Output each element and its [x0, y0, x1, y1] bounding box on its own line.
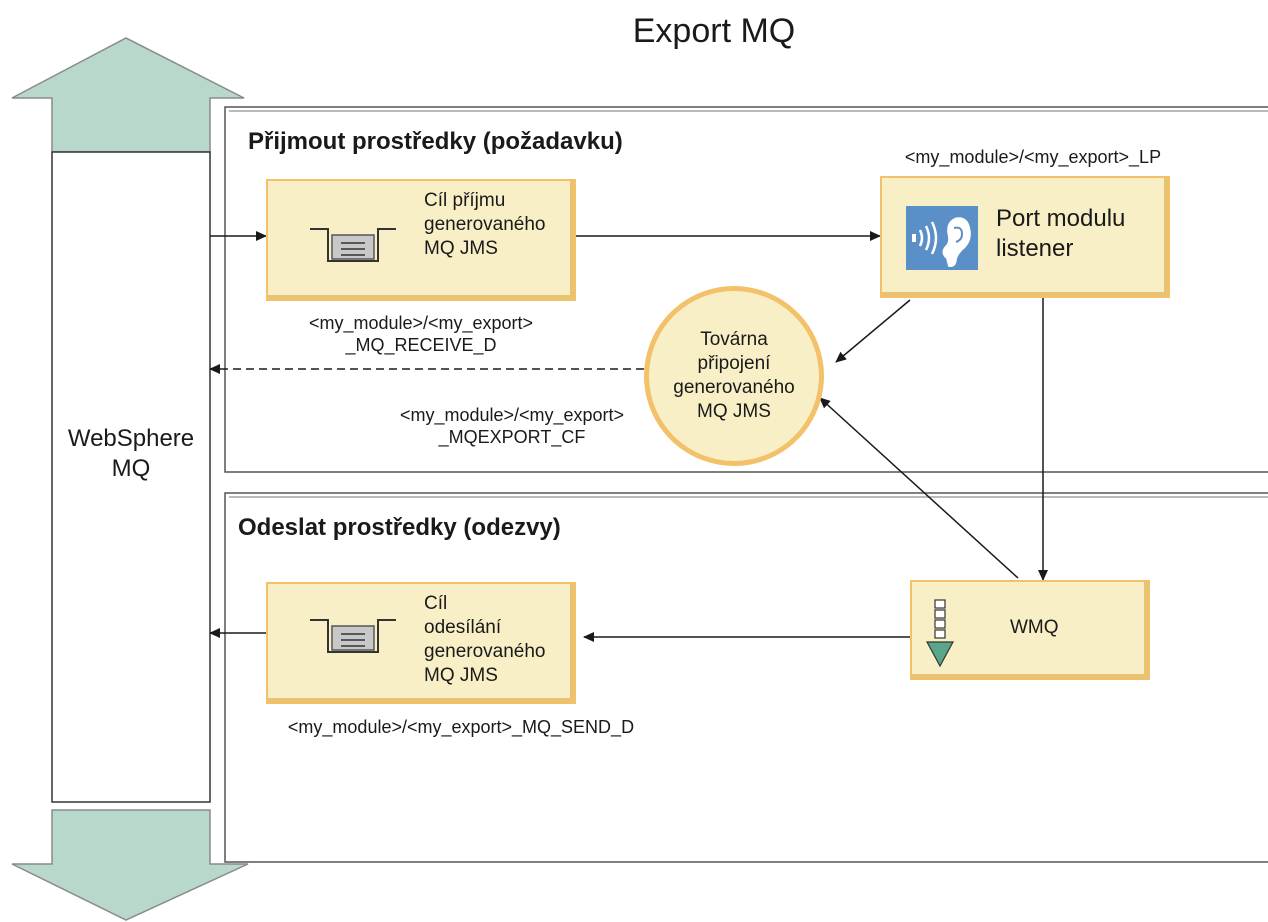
receive-destination-jndi: <my_module>/<my_export> _MQ_RECEIVE_D: [308, 313, 534, 355]
wmq-node: WMQ: [910, 580, 1150, 680]
queue-icon: [310, 619, 396, 653]
arrow-shaft: [51, 151, 211, 803]
websphere-mq-label: WebSphere MQ: [67, 425, 195, 482]
listener-port-node: Port modulu listener: [880, 176, 1170, 298]
receive-section-boundary: [224, 106, 1268, 473]
ear-listener-icon: [906, 206, 978, 270]
connection-factory-node: Továrna připojení generovaného MQ JMS: [644, 286, 824, 466]
connection-factory-label: Továrna připojení generovaného MQ JMS: [673, 329, 795, 422]
send-section-title: Odeslat prostředky (odezvy): [238, 514, 561, 541]
connection-factory-jndi: <my_module>/<my_export> _MQEXPORT_CF: [399, 405, 625, 447]
diagram-title: Export MQ: [632, 12, 796, 50]
send-section-boundary: [224, 492, 1268, 863]
down-queue-icon: [926, 599, 955, 668]
arrow-listener-to-factory: [835, 299, 911, 363]
receive-destination-node: Cíl příjmu generovaného MQ JMS: [266, 179, 576, 301]
receive-destination-label: Cíl příjmu generovaného MQ JMS: [424, 190, 546, 259]
wmq-label: WMQ: [1010, 617, 1059, 638]
bottom-arrowhead: [11, 809, 249, 921]
listener-port-jndi: <my_module>/<my_export>_LP: [904, 147, 1162, 167]
send-destination-jndi: <my_module>/<my_export>_MQ_SEND_D: [287, 717, 635, 737]
send-destination-node: Cíl odesílání generovaného MQ JMS: [266, 582, 576, 704]
receive-section-title: Přijmout prostředky (požadavku): [248, 128, 623, 155]
websphere-bidirectional-arrow: [11, 37, 249, 921]
top-arrowhead: [11, 37, 245, 153]
listener-port-label: Port modulu listener: [996, 205, 1126, 262]
send-destination-label: Cíl odesílání generovaného MQ JMS: [424, 593, 546, 686]
arrow-wmq-to-factory: [819, 397, 1019, 579]
queue-icon: [310, 228, 396, 262]
